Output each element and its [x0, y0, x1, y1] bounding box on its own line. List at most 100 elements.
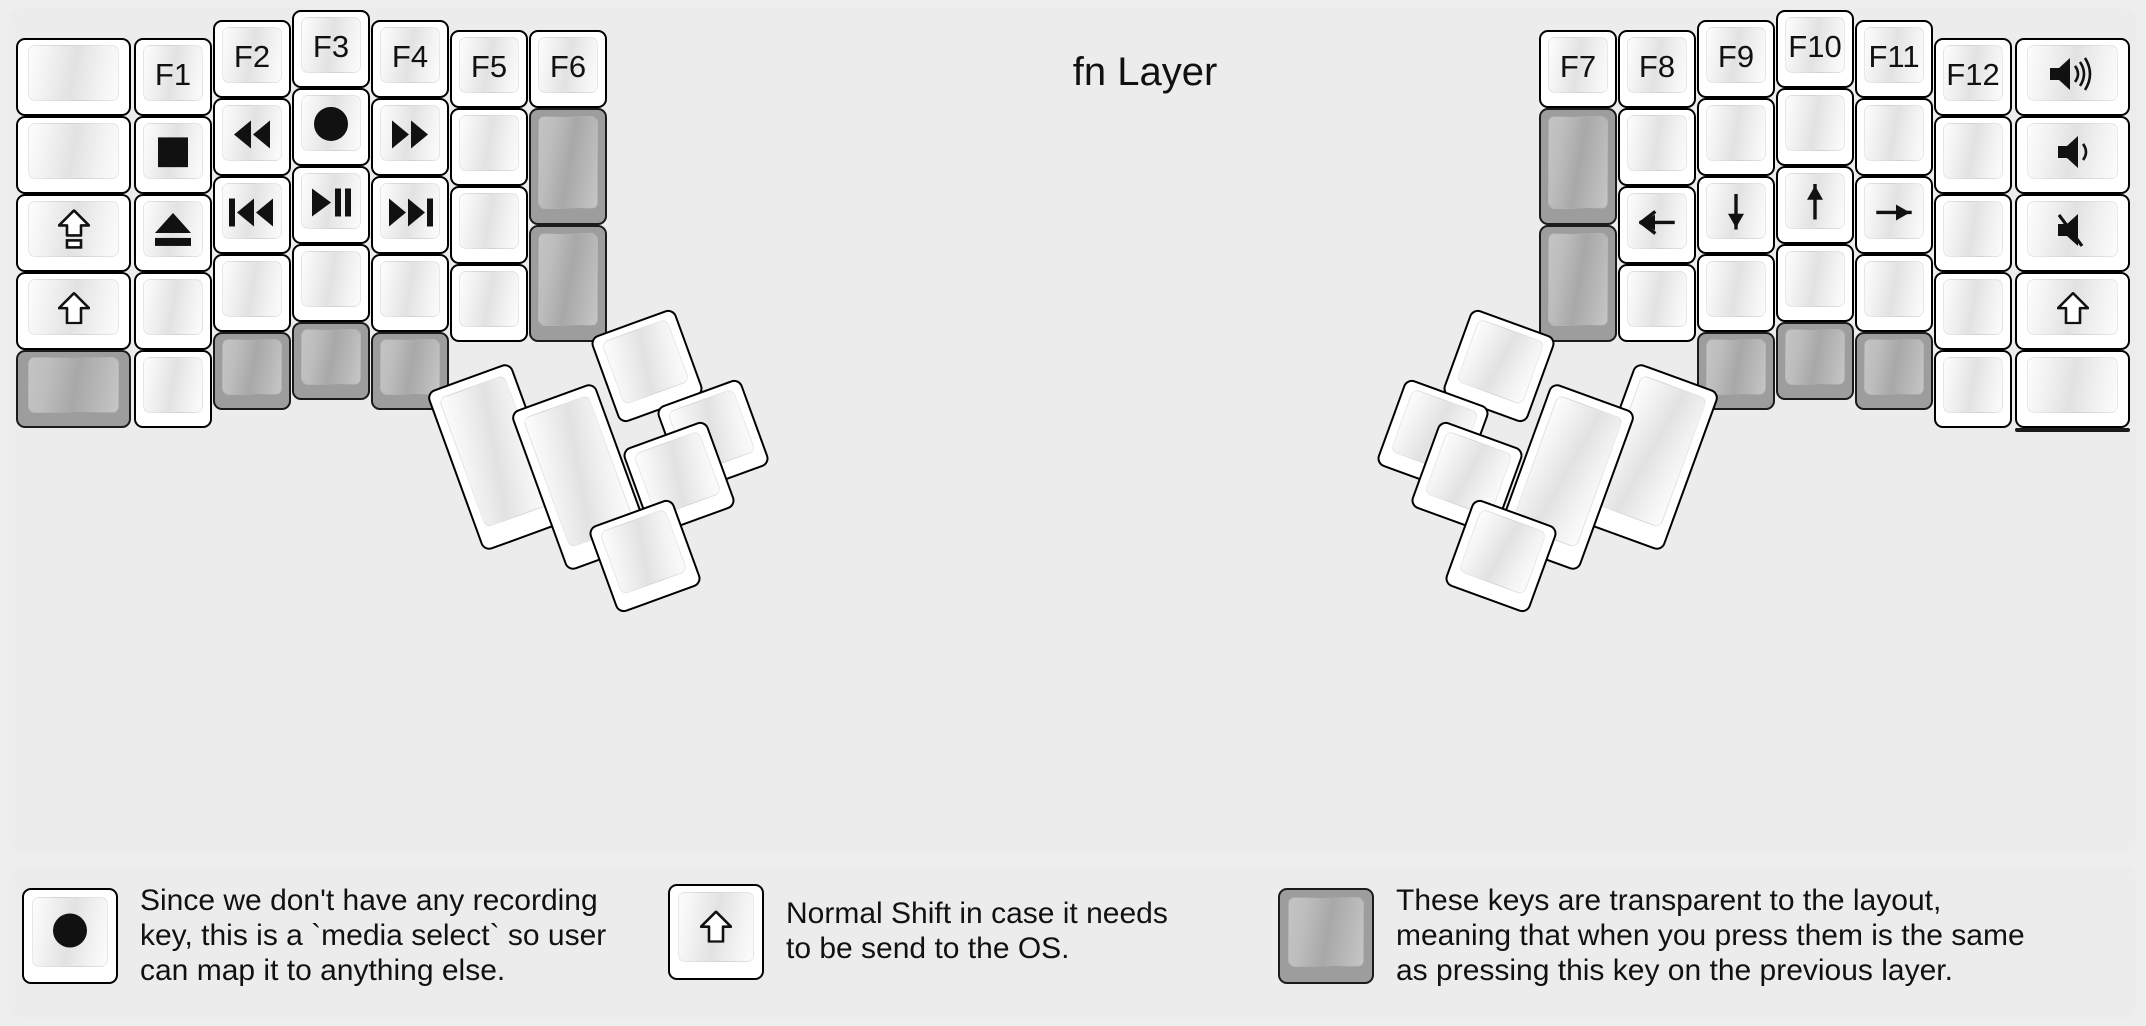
key-transparent[interactable]: [1855, 332, 1933, 410]
key-transparent[interactable]: [1776, 322, 1854, 400]
key-col-outer-0[interactable]: [16, 38, 131, 116]
key-label: F9: [1717, 38, 1755, 74]
key-col-f8-3[interactable]: [1618, 264, 1696, 342]
keycap-face: [379, 339, 441, 396]
key-media-record[interactable]: [292, 88, 370, 166]
key-transparent[interactable]: [2015, 428, 2130, 432]
key-arrow-up[interactable]: [1776, 166, 1854, 244]
key-transparent[interactable]: [292, 322, 370, 400]
key-col-volume-4[interactable]: [2015, 350, 2130, 428]
key-transparent[interactable]: [1539, 108, 1617, 225]
key-col-f12-1[interactable]: [1934, 116, 2012, 194]
keycap-face: [632, 430, 723, 518]
legend-description: Normal Shift in case it needs to be send…: [786, 897, 1168, 965]
key-col-f10-1[interactable]: [1776, 88, 1854, 166]
key-media-play-pause[interactable]: [292, 166, 370, 244]
key-f8[interactable]: F8: [1618, 30, 1696, 108]
key-media-eject[interactable]: [134, 194, 212, 272]
key-transparent[interactable]: [16, 350, 131, 428]
keycap-face: [1784, 251, 1846, 308]
key-shift[interactable]: [2015, 272, 2130, 350]
keycap-face: [27, 123, 120, 180]
key-media-next-track[interactable]: [371, 176, 449, 254]
key-col-f2-3[interactable]: [213, 254, 291, 332]
key-f5[interactable]: F5: [450, 30, 528, 108]
key-f9[interactable]: F9: [1697, 20, 1775, 98]
media-play-pause-icon: [311, 188, 351, 217]
key-col-f11-3[interactable]: [1855, 254, 1933, 332]
page-title: fn Layer: [1072, 50, 1218, 94]
key-col-f5-1[interactable]: [450, 108, 528, 186]
legend-key-sample: [1278, 888, 1374, 985]
key-col-f5-2[interactable]: [450, 186, 528, 264]
key-label: F1: [154, 56, 192, 92]
key-col-f9-3[interactable]: [1697, 254, 1775, 332]
arrow-left-icon: [1639, 208, 1675, 236]
keycap-face: [1784, 329, 1846, 386]
keycap-face: [458, 115, 520, 172]
key-f7[interactable]: F7: [1539, 30, 1617, 108]
key-shift[interactable]: [16, 272, 131, 350]
key-col-f8-1[interactable]: [1618, 108, 1696, 186]
key-transparent[interactable]: [529, 225, 607, 342]
key-transparent[interactable]: [1539, 225, 1617, 342]
key-arrow-right[interactable]: [1855, 176, 1933, 254]
legend-description: Since we don't have any recording key, t…: [140, 884, 607, 987]
keycap-face: [1423, 430, 1514, 518]
key-volume-up[interactable]: [2015, 38, 2130, 116]
media-next-track-icon: [387, 198, 433, 227]
shift-icon: [2056, 292, 2089, 325]
key-f10[interactable]: F10: [1776, 10, 1854, 88]
media-eject-icon: [155, 212, 191, 247]
key-col-f1-3[interactable]: [134, 272, 212, 350]
key-col-outer-1[interactable]: [16, 116, 131, 194]
key-col-f12-4[interactable]: [1934, 350, 2012, 428]
key-label: F4: [391, 38, 429, 74]
key-caps-lock[interactable]: [16, 194, 131, 272]
key-f1[interactable]: F1: [134, 38, 212, 116]
key-label: F10: [1788, 28, 1842, 64]
key-volume-down[interactable]: [2015, 116, 2130, 194]
key-col-f12-2[interactable]: [1934, 194, 2012, 272]
legend-item: Since we don't have any recording key, t…: [22, 884, 606, 988]
legend-item: These keys are transparent to the layout…: [1278, 884, 2025, 988]
key-label: F11: [1868, 38, 1920, 74]
key-f3[interactable]: F3: [292, 10, 370, 88]
key-f4[interactable]: F4: [371, 20, 449, 98]
key-media-fastforward[interactable]: [371, 98, 449, 176]
key-col-f9-1[interactable]: [1697, 98, 1775, 176]
key-col-f3-3[interactable]: [292, 244, 370, 322]
key-f6[interactable]: F6: [529, 30, 607, 108]
keycap-face: [221, 261, 283, 318]
key-col-f11-1[interactable]: [1855, 98, 1933, 176]
key-f11[interactable]: F11: [1855, 20, 1933, 98]
key-media-prev-track[interactable]: [213, 176, 291, 254]
key-transparent[interactable]: [529, 108, 607, 225]
key-volume-mute[interactable]: [2015, 194, 2130, 272]
key-col-f1-4[interactable]: [134, 350, 212, 428]
key-arrow-down[interactable]: [1697, 176, 1775, 254]
key-col-f10-3[interactable]: [1776, 244, 1854, 322]
arrow-down-icon: [1722, 194, 1750, 230]
key-f2[interactable]: F2: [213, 20, 291, 98]
legend-key-sample: [668, 884, 764, 980]
key-arrow-left[interactable]: [1618, 186, 1696, 264]
keycap-face: [27, 45, 120, 102]
keycap-face: [458, 271, 520, 328]
keycap-face: [1863, 339, 1925, 396]
key-label: F7: [1559, 48, 1597, 84]
key-transparent[interactable]: [213, 332, 291, 410]
key-media-stop[interactable]: [134, 116, 212, 194]
keycap-face: [1455, 318, 1546, 406]
keycap-face: [1705, 105, 1767, 162]
legend-panel: [9, 866, 2137, 1018]
key-col-f12-3[interactable]: [1934, 272, 2012, 350]
key-col-f5-3[interactable]: [450, 264, 528, 342]
key-col-f4-3[interactable]: [371, 254, 449, 332]
key-f12[interactable]: F12: [1934, 38, 2012, 116]
keycap-face: [2026, 430, 2119, 432]
key-media-rewind[interactable]: [213, 98, 291, 176]
keycap-face: [1626, 271, 1688, 328]
legend-key-sample: [22, 888, 118, 985]
